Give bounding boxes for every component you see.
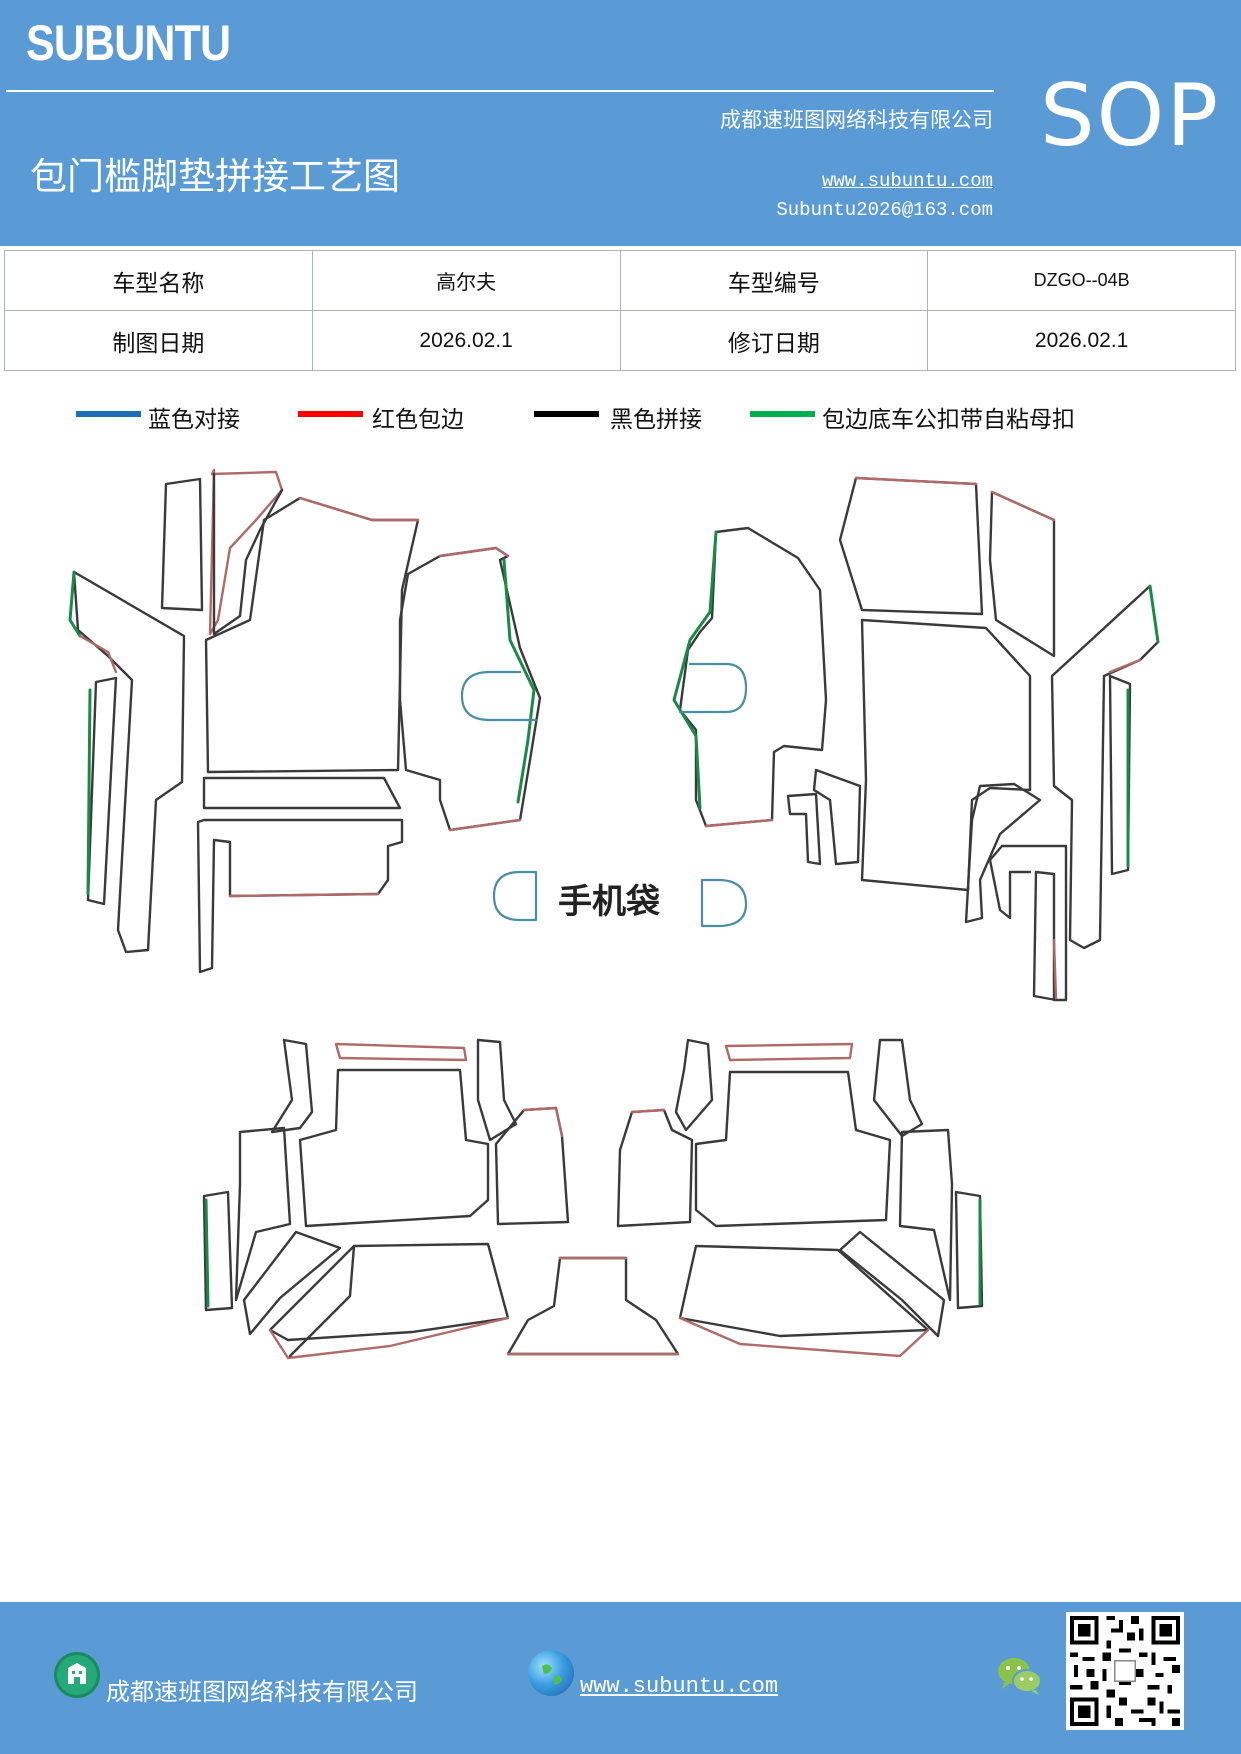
- legend-swatch-black: [534, 411, 599, 417]
- globe-icon-glyph: [542, 1664, 562, 1685]
- legend-swatch-blue: [76, 411, 141, 417]
- pocket-left-joint: [492, 870, 538, 922]
- legend-label: 包边底车公扣带自粘母扣: [822, 407, 1075, 433]
- legend-label: 红色包边: [372, 407, 464, 433]
- email-address: Subuntu2026@163.com: [776, 199, 993, 221]
- footer-banner: 成都速班图网络科技有限公司 www.subuntu.com: [0, 1602, 1241, 1754]
- qr-code-icon: [1066, 1612, 1184, 1730]
- draw-date-value: 2026.02.1: [311, 310, 621, 371]
- model-code-label: 车型编号: [619, 250, 929, 311]
- sop-badge: SOP: [1040, 66, 1221, 166]
- draw-date-label: 制图日期: [4, 310, 313, 371]
- company-name: 成都速班图网络科技有限公司: [720, 108, 993, 132]
- wechat-icon[interactable]: [996, 1654, 1044, 1698]
- revise-date-value: 2026.02.1: [927, 310, 1236, 371]
- globe-icon: [528, 1650, 574, 1696]
- footer-company-name: 成都速班图网络科技有限公司: [106, 1678, 418, 1706]
- qr-code-glyph: [1070, 1616, 1180, 1726]
- model-name-label: 车型名称: [4, 250, 313, 311]
- rear-left-mat-set: [202, 1038, 570, 1360]
- rear-right-mat-set: [616, 1038, 984, 1358]
- legend-label: 蓝色对接: [148, 407, 240, 433]
- model-name-value: 高尔夫: [311, 250, 621, 311]
- model-code-value: DZGO--04B: [927, 250, 1236, 311]
- brand-logo: SUBUNTU: [26, 15, 231, 71]
- legend-swatch-red: [298, 411, 363, 417]
- building-icon: [54, 1652, 100, 1698]
- info-table: 车型名称 高尔夫 车型编号 DZGO--04B 制图日期 2026.02.1 修…: [4, 250, 1236, 371]
- website-link[interactable]: www.subuntu.com: [821, 170, 993, 192]
- front-right-mat-set: [672, 476, 1160, 1002]
- phone-pocket-label: 手机袋: [558, 882, 660, 922]
- revise-date-label: 修订日期: [619, 310, 929, 371]
- table-row: 车型名称 高尔夫 车型编号 DZGO--04B: [4, 250, 1236, 311]
- legend-swatch-green: [750, 411, 815, 417]
- header-banner: SUBUNTU 成都速班图网络科技有限公司 包门槛脚垫拼接工艺图 www.sub…: [0, 0, 1241, 246]
- page-title: 包门槛脚垫拼接工艺图: [30, 155, 400, 198]
- front-left-mat-set: [68, 468, 542, 974]
- footer-website-link[interactable]: www.subuntu.com: [580, 1674, 779, 1699]
- mat-pattern-drawing: [68, 468, 1160, 1360]
- header-divider: [6, 90, 994, 92]
- building-icon-glyph: [68, 1663, 86, 1684]
- table-row: 制图日期 2026.02.1 修订日期 2026.02.1: [4, 310, 1236, 371]
- rear-center-piece: [506, 1256, 680, 1356]
- legend-label: 黑色拼接: [610, 407, 702, 433]
